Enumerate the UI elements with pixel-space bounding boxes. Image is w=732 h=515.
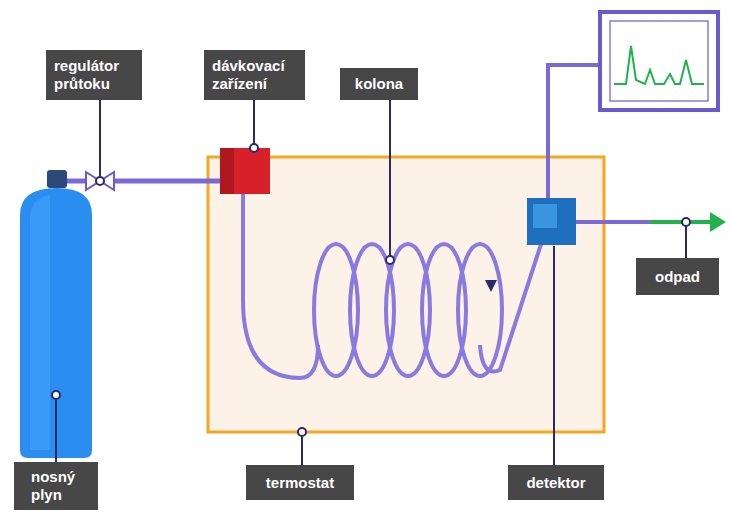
label-text: kolona — [355, 75, 403, 93]
carrier-gas-label: nosný plyn — [14, 462, 98, 510]
thermostat-label: termostat — [246, 465, 354, 500]
label-text: nosný plyn — [31, 468, 81, 504]
label-text: detektor — [526, 474, 585, 492]
detector-label: detektor — [508, 465, 604, 500]
label-text: regulátor průtoku — [54, 57, 134, 93]
label-text: dávkovací zařízení — [212, 57, 297, 93]
label-text: odpad — [655, 268, 700, 286]
flow-regulator-label: regulátor průtoku — [46, 50, 142, 100]
injector-label: dávkovací zařízení — [204, 50, 305, 100]
waste-label: odpad — [636, 258, 719, 295]
column-label: kolona — [340, 68, 418, 100]
label-text: termostat — [266, 474, 334, 492]
